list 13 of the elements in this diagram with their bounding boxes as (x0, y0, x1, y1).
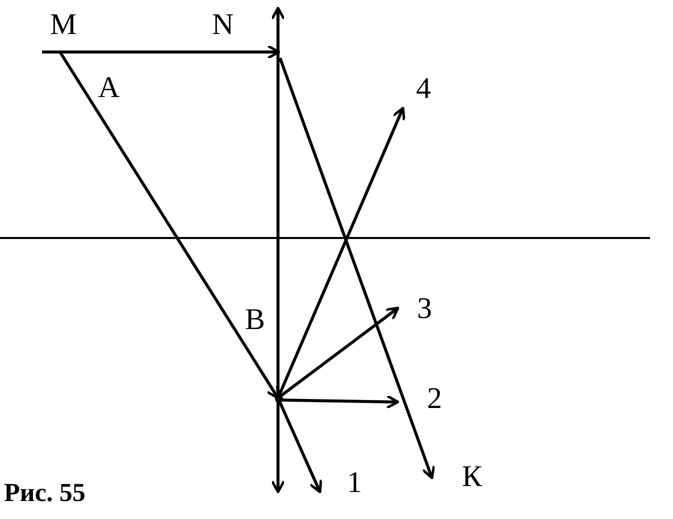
point-label: B (245, 303, 266, 336)
point-label: N (212, 10, 282, 56)
point-label: 1 (318, 468, 362, 500)
arrow (278, 57, 436, 480)
arrow (42, 44, 280, 60)
point-label: 4 (395, 74, 431, 110)
point-label: M (38, 10, 88, 56)
point-label: 3 (396, 294, 432, 328)
point-label: К (428, 462, 482, 500)
point-label: 2 (396, 384, 442, 418)
arrow (58, 51, 280, 400)
figure-caption: Рис. 55 (4, 478, 86, 508)
edge-label: A (98, 73, 120, 103)
